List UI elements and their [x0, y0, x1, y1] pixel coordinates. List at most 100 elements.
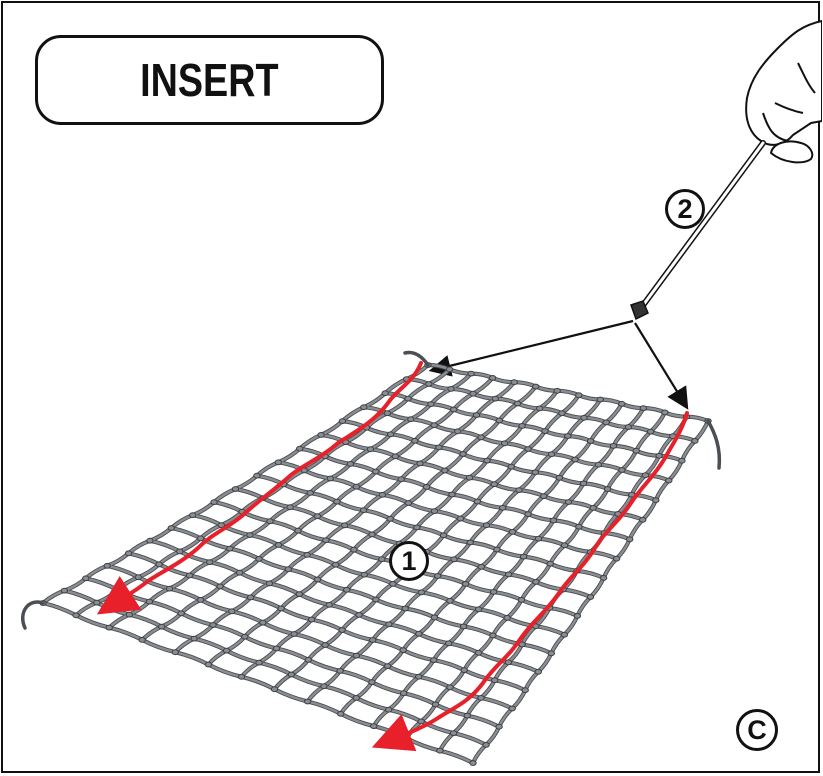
- net-knot: [647, 429, 653, 434]
- net-knot: [256, 557, 262, 562]
- net-knot: [446, 367, 452, 372]
- net-knot: [256, 660, 262, 665]
- net-loose-end: [405, 353, 428, 366]
- net-knot: [400, 648, 406, 653]
- net-knot: [275, 460, 281, 465]
- net-knot: [508, 464, 514, 469]
- net-knot: [417, 461, 423, 466]
- net-knot: [159, 624, 165, 629]
- net-knot: [590, 506, 596, 511]
- net-knot: [186, 573, 192, 578]
- net-knot: [291, 632, 297, 637]
- net-knot: [223, 648, 229, 653]
- net-knot: [561, 543, 567, 548]
- net-knot: [478, 696, 484, 701]
- net-knot: [627, 537, 633, 542]
- net-knot: [548, 452, 554, 457]
- net-knot: [511, 380, 517, 385]
- net-knot: [418, 590, 424, 595]
- net-knot: [266, 581, 272, 586]
- net-knot: [146, 599, 152, 604]
- net-knot: [260, 620, 266, 625]
- net-knot: [431, 509, 437, 514]
- net-knot: [190, 513, 196, 518]
- net-knot: [447, 685, 453, 690]
- net-knot: [431, 658, 437, 663]
- net-knot: [625, 425, 631, 430]
- step-badge-1-label: 1: [401, 546, 416, 577]
- net-knot: [135, 575, 141, 580]
- net-knot: [386, 707, 392, 712]
- net-knot: [114, 588, 120, 593]
- net-knot: [273, 646, 279, 651]
- net-knot: [666, 478, 672, 483]
- net-knot: [322, 643, 328, 648]
- net-knot: [475, 607, 481, 612]
- net-knot: [468, 371, 474, 376]
- net-knot: [457, 516, 463, 521]
- net-knot: [514, 401, 520, 406]
- net-knot: [466, 475, 472, 480]
- net-knot: [478, 435, 484, 440]
- net-knot: [633, 448, 639, 453]
- net-knot: [535, 536, 541, 541]
- net-knot: [337, 669, 343, 674]
- net-knot: [428, 402, 434, 407]
- net-knot: [304, 699, 310, 704]
- net-knot: [587, 595, 593, 600]
- net-knot: [576, 524, 582, 529]
- net-knot: [314, 577, 320, 582]
- net-knot: [501, 441, 507, 446]
- net-knot: [509, 706, 515, 711]
- net-knot: [351, 547, 357, 552]
- net-knot: [473, 413, 479, 418]
- net-knot: [342, 523, 348, 528]
- net-knot: [418, 719, 424, 724]
- net-knot: [610, 444, 616, 449]
- net-knot: [83, 576, 89, 581]
- net-knot: [404, 736, 410, 741]
- net-knot: [392, 454, 398, 459]
- net-knot: [254, 473, 260, 478]
- net-knot: [339, 419, 345, 424]
- net-knot: [287, 505, 293, 510]
- net-knot: [229, 609, 235, 614]
- net-knot: [267, 519, 273, 524]
- net-knot: [247, 595, 253, 600]
- net-knot: [247, 533, 253, 538]
- net-knot: [520, 554, 526, 559]
- net-knot: [519, 424, 525, 429]
- net-knot: [509, 530, 515, 535]
- net-knot: [125, 551, 131, 556]
- step-badge-2: 2: [665, 189, 705, 229]
- net-knot: [604, 487, 610, 492]
- net-knot: [432, 702, 438, 707]
- net-knot: [305, 657, 311, 662]
- net-knot: [321, 684, 327, 689]
- net-knot: [692, 439, 698, 444]
- net-knot: [370, 638, 376, 643]
- net-knot: [307, 491, 313, 496]
- net-knot: [448, 387, 454, 392]
- step-badge-1: 1: [389, 541, 429, 581]
- net-knot: [106, 625, 112, 630]
- net-knot: [532, 470, 538, 475]
- net-knot: [470, 391, 476, 396]
- net-knot: [210, 623, 216, 628]
- net-knot: [398, 477, 404, 482]
- panel-label-badge: C: [736, 709, 778, 751]
- net-knot: [197, 598, 203, 603]
- net-knot: [490, 590, 496, 595]
- net-knot: [489, 376, 495, 381]
- net-knot: [197, 536, 203, 541]
- net-knot: [147, 538, 153, 543]
- net-knot: [139, 638, 145, 643]
- net-knot: [177, 549, 183, 554]
- net-knot: [619, 468, 625, 473]
- net-knot: [440, 533, 446, 538]
- net-knot: [416, 631, 422, 636]
- net-knot: [285, 567, 291, 572]
- net-knot: [361, 405, 367, 410]
- net-knot: [475, 650, 481, 655]
